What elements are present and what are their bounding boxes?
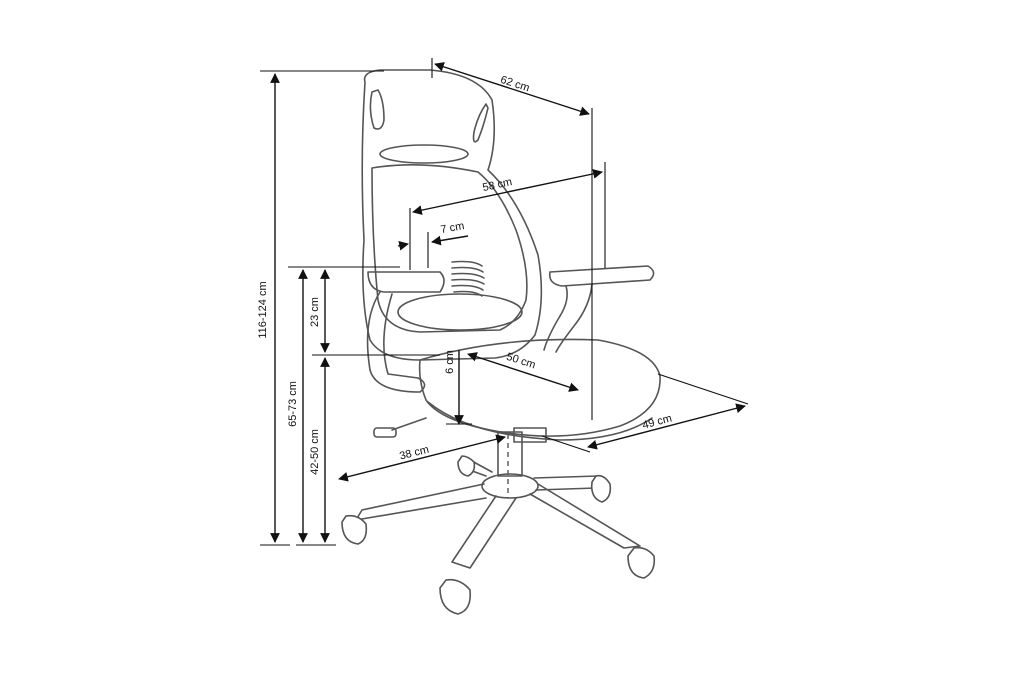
overall-height-label: 116-124 cm [257,281,269,338]
backrest-depth-line [434,62,590,116]
height-lever [391,417,427,431]
dimension-lines [260,58,749,546]
chair-drawing [341,69,661,615]
seat-height-label: 42-50 cm [309,429,321,475]
backrest-mesh-frame [371,164,528,333]
base-radius-line [338,434,506,482]
seat-thickness-label: 6 cm [444,350,456,374]
backrest-shell [361,69,543,361]
headrest-cushion [379,144,469,164]
backrest-offset-line [397,240,409,251]
lumbar-pad [397,293,523,331]
headrest-slot-right [472,103,489,143]
armrest-above-seat-label: 23 cm [309,297,321,327]
chair-depth-line [412,169,603,215]
headrest-slot-left [369,89,385,130]
seat-width-line [467,352,579,392]
dimension-labels: 116-124 cm 65-73 cm 23 cm 42-50 cm 6 cm … [257,74,673,475]
seat-depth-line [587,403,746,450]
lumbar-ribs [451,260,485,297]
armrest-height-label: 65-73 cm [287,381,299,427]
gas-lift [497,431,523,477]
left-armrest-pad [367,271,445,293]
casters [341,455,656,615]
right-armrest-pad [548,265,655,287]
backrest-offset-label: 7 cm [440,220,466,236]
left-armrest-support [366,291,426,393]
seat-width-label: 50 cm [505,351,537,372]
right-armrest-support [543,283,593,353]
backrest-depth-label: 62 cm [499,74,531,95]
seat-bottom-edge [427,401,653,441]
gas-lift-cover [513,427,547,443]
